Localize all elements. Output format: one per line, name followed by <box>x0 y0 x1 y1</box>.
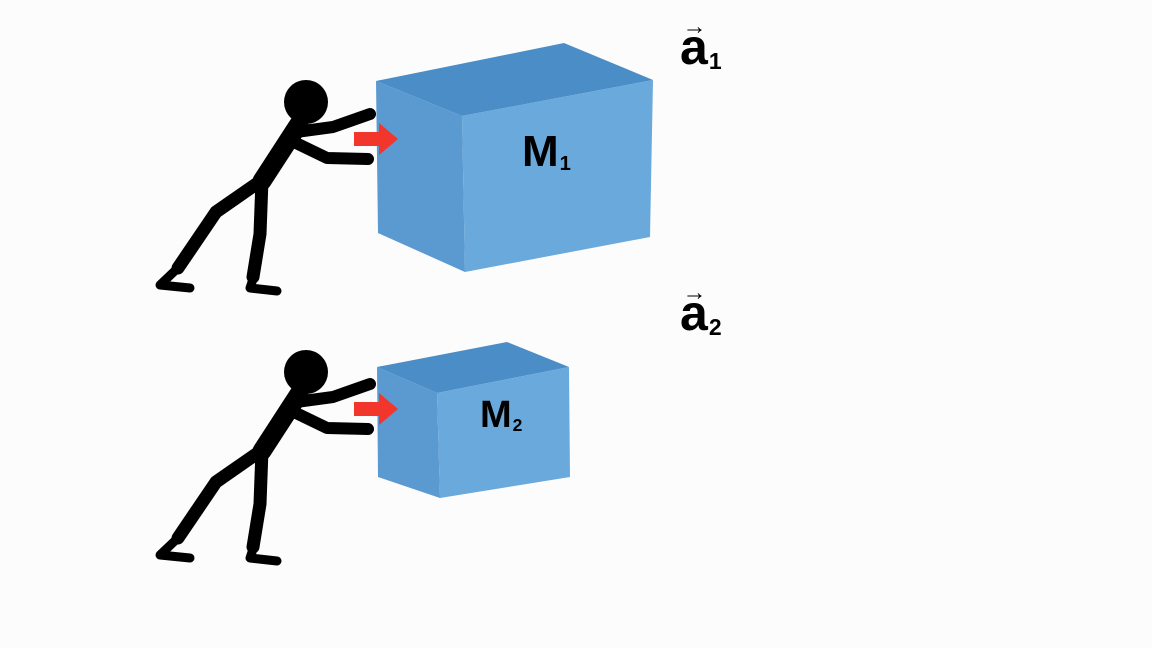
person-2-front-foot <box>245 541 282 566</box>
vector-arrow-icon: → <box>682 278 707 306</box>
pushing-person-2 <box>155 350 376 566</box>
person-1-lower-arm <box>290 137 374 165</box>
person-2-back-leg <box>171 443 269 545</box>
person-1-upper-arm <box>290 108 376 138</box>
block-2-left-face <box>377 367 440 498</box>
mass-label-2: M2 <box>480 396 522 434</box>
accel-1-vector-symbol: →a <box>680 14 708 75</box>
mass-block-1 <box>376 43 653 272</box>
force-arrow-2 <box>354 393 398 425</box>
block-2-top-face <box>377 342 569 393</box>
accel-1-base: a <box>680 19 708 75</box>
person-2-head <box>284 350 328 394</box>
mass-2-base: M <box>480 394 512 436</box>
accel-2-subscript: 2 <box>708 314 722 341</box>
person-1-head <box>284 80 328 124</box>
accel-1-subscript: 1 <box>708 48 722 75</box>
block-1-left-face <box>376 81 465 272</box>
person-1-back-leg <box>171 173 269 275</box>
person-1-front-foot <box>245 271 282 296</box>
person-1-back-foot <box>155 261 195 293</box>
pushing-person-1 <box>155 80 376 296</box>
person-2-upper-arm <box>290 378 376 408</box>
person-1-front-leg <box>246 173 269 284</box>
accel-2-base: a <box>680 285 708 341</box>
force-arrow-1 <box>354 123 398 155</box>
accel-2-vector-symbol: →a <box>680 280 708 341</box>
block-2-front-face <box>437 367 570 498</box>
acceleration-label-2: →a2 <box>680 280 722 341</box>
person-2-front-leg <box>246 443 269 554</box>
mass-1-base: M <box>522 127 559 176</box>
acceleration-label-1: →a1 <box>680 14 722 75</box>
vector-arrow-icon: → <box>682 12 707 40</box>
block-1-front-face <box>462 80 653 272</box>
person-2-back-foot <box>155 531 195 563</box>
block-1-top-face <box>376 43 653 116</box>
mass-2-subscript: 2 <box>512 414 523 435</box>
mass-1-subscript: 1 <box>559 153 571 176</box>
mass-label-1: M1 <box>522 127 571 176</box>
mass-block-2 <box>377 342 570 498</box>
person-2-lower-arm <box>290 407 374 435</box>
